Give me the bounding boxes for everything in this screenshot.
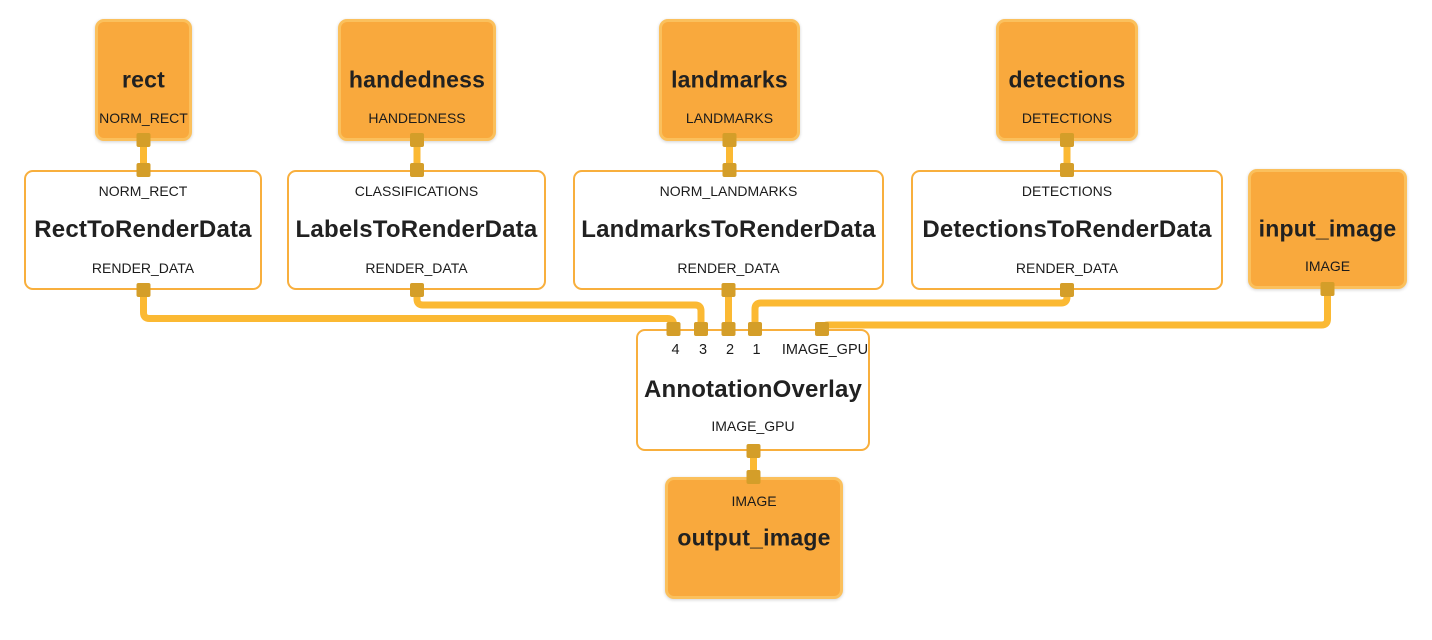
node-title: LandmarksToRenderData: [581, 216, 876, 243]
edge-detectionstorenderdata-to-overlay-1: [751, 288, 1071, 333]
node-handedness[interactable]: handedness HANDEDNESS: [338, 19, 496, 141]
node-labels-to-render-data[interactable]: CLASSIFICATIONS LabelsToRenderData RENDE…: [287, 170, 546, 290]
output-stream-label: RENDER_DATA: [1015, 260, 1119, 276]
node-detections[interactable]: detections DETECTIONS: [996, 19, 1138, 141]
edge-recttorenderdata-to-overlay-4: [140, 288, 677, 333]
input-port-label-2: 2: [725, 342, 735, 358]
input-stream-label: NORM_RECT: [98, 183, 188, 199]
input-stream-label: DETECTIONS: [1021, 183, 1113, 199]
output-stream-label: RENDER_DATA: [365, 260, 468, 276]
node-rect-to-render-data[interactable]: NORM_RECT RectToRenderData RENDER_DATA: [24, 170, 262, 290]
node-title: detections: [1008, 66, 1126, 93]
node-title: input_image: [1258, 215, 1397, 242]
output-stream-label: LANDMARKS: [685, 110, 774, 126]
node-landmarks-to-render-data[interactable]: NORM_LANDMARKS LandmarksToRenderData REN…: [573, 170, 884, 290]
output-stream-label: NORM_RECT: [99, 110, 188, 126]
input-stream-label: IMAGE: [731, 493, 777, 509]
input-stream-label: NORM_LANDMARKS: [659, 183, 798, 199]
node-title: rect: [122, 66, 165, 93]
output-stream-label: DETECTIONS: [1021, 110, 1113, 126]
input-stream-label: CLASSIFICATIONS: [354, 183, 479, 199]
output-stream-label: RENDER_DATA: [677, 260, 780, 276]
node-title: AnnotationOverlay: [643, 376, 863, 403]
node-title: LabelsToRenderData: [295, 216, 538, 243]
input-port-label-3: 3: [698, 342, 708, 358]
node-title: RectToRenderData: [34, 216, 252, 243]
input-port-label-4: 4: [671, 342, 680, 358]
node-title: landmarks: [671, 66, 788, 93]
edge-labelstorenderdata-to-overlay-3: [413, 288, 705, 333]
node-title: output_image: [677, 524, 831, 551]
node-detections-to-render-data[interactable]: DETECTIONS DetectionsToRenderData RENDER…: [911, 170, 1223, 290]
node-output-image[interactable]: IMAGE output_image: [665, 477, 843, 599]
node-annotation-overlay[interactable]: 4 3 2 1 IMAGE_GPU AnnotationOverlay IMAG…: [636, 329, 870, 451]
node-title: DetectionsToRenderData: [922, 216, 1212, 243]
node-landmarks[interactable]: landmarks LANDMARKS: [659, 19, 800, 141]
input-port-label-1: 1: [752, 342, 761, 358]
output-stream-label: IMAGE_GPU: [711, 418, 795, 434]
node-input-image[interactable]: input_image IMAGE: [1248, 169, 1407, 289]
node-rect[interactable]: rect NORM_RECT: [95, 19, 192, 141]
input-port-label-image-gpu: IMAGE_GPU: [781, 342, 869, 358]
output-stream-label: HANDEDNESS: [368, 110, 466, 126]
edge-inputimage-to-overlay-imagegpu: [818, 288, 1331, 334]
node-title: handedness: [348, 66, 486, 93]
output-stream-label: IMAGE: [1304, 258, 1351, 274]
output-stream-label: RENDER_DATA: [91, 260, 195, 276]
